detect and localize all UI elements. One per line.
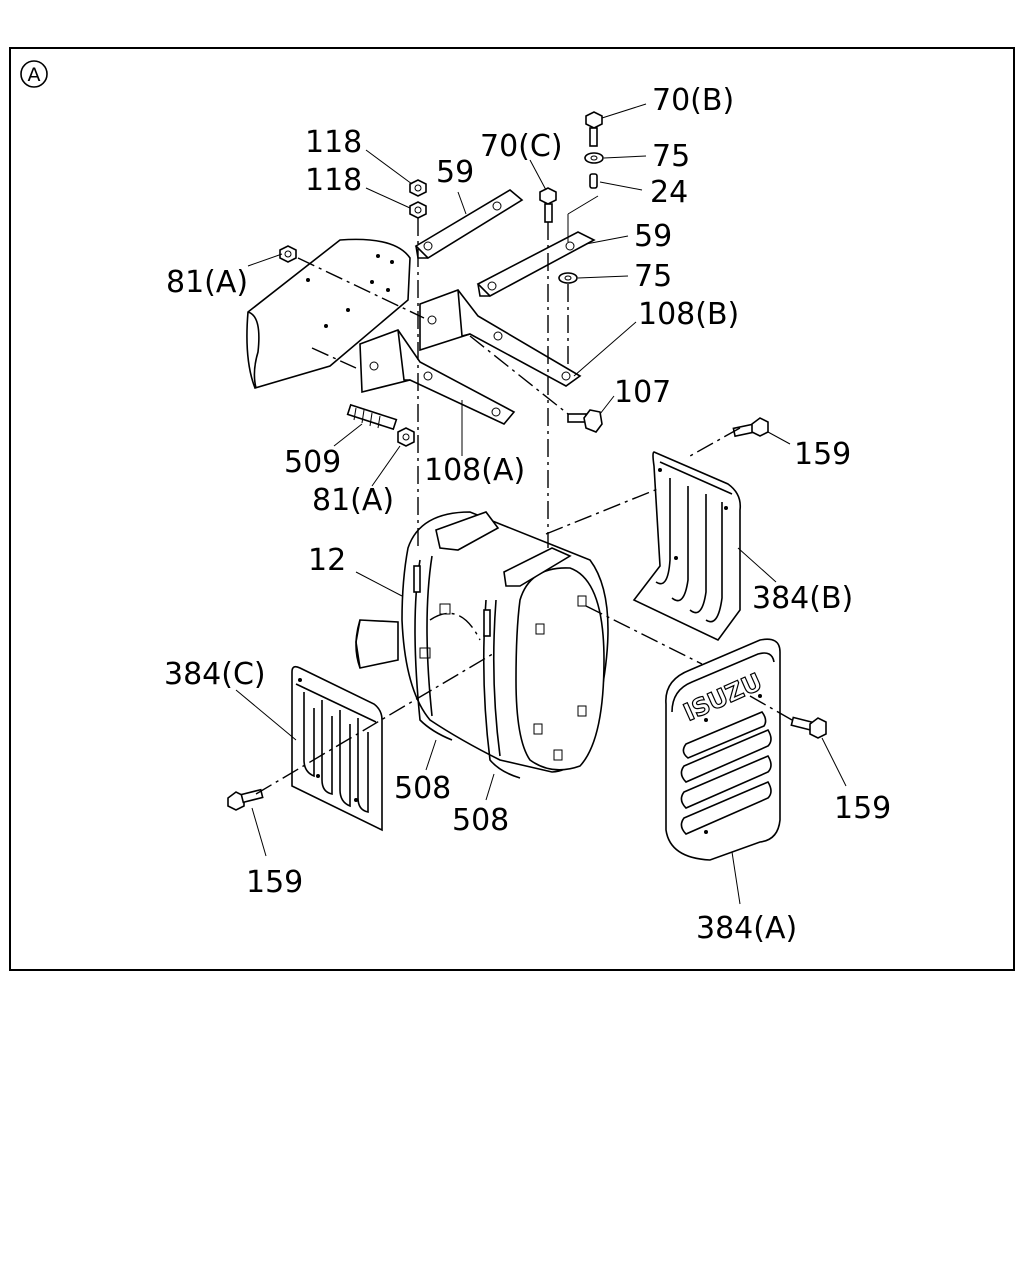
washer-75-mid — [558, 272, 578, 284]
bracket-108b — [419, 289, 582, 387]
callout-384c: 384(C) — [164, 657, 266, 692]
callout-384b: 384(B) — [752, 581, 853, 616]
callout-12: 12 — [308, 543, 346, 578]
callout-108b: 108(B) — [638, 297, 739, 332]
callout-508-left: 508 — [394, 771, 451, 806]
shield-384b — [632, 451, 742, 642]
callout-24: 24 — [650, 175, 688, 210]
bolt-159-top — [732, 417, 769, 438]
assembly-centerlines — [255, 218, 793, 795]
callout-59-left: 59 — [436, 155, 474, 190]
callout-508-right: 508 — [452, 803, 509, 838]
spacer-24 — [589, 173, 598, 189]
callout-384a: 384(A) — [696, 911, 797, 946]
leader-lines — [235, 103, 847, 905]
nut-118-bottom — [409, 201, 427, 219]
bracket-108a — [359, 329, 516, 425]
callout-70c: 70(C) — [480, 129, 563, 164]
callout-118-top: 118 — [305, 125, 362, 160]
callout-81a-top: 81(A) — [166, 265, 248, 300]
air-cleaner-12 — [355, 511, 609, 779]
callout-labels: 118 118 59 70(C) 70(B) 75 24 59 75 81(A)… — [164, 83, 891, 946]
cover-384a: ISUZU — [665, 638, 781, 861]
callout-108a: 108(A) — [424, 453, 525, 488]
callout-81a-bottom: 81(A) — [312, 483, 394, 518]
nut-118-top — [409, 179, 427, 197]
callout-159-right: 159 — [834, 791, 891, 826]
bolt-70c — [539, 187, 557, 223]
callout-509: 509 — [284, 445, 341, 480]
washer-75-top — [584, 152, 604, 164]
callout-59-right: 59 — [634, 219, 672, 254]
view-marker: A — [20, 60, 48, 88]
callout-75-mid: 75 — [634, 259, 672, 294]
shield-384c — [291, 665, 383, 832]
view-marker-letter: A — [28, 64, 41, 86]
bolt-159-right — [790, 716, 827, 739]
callout-159-top: 159 — [794, 437, 851, 472]
diagram-frame — [9, 47, 1015, 971]
bolt-70b — [585, 111, 603, 147]
callout-75-top: 75 — [652, 139, 690, 174]
bolt-107 — [567, 409, 603, 433]
chassis-frame-rail — [246, 238, 411, 389]
stud-509 — [346, 403, 398, 431]
callout-118-bottom: 118 — [305, 163, 362, 198]
callout-159-left: 159 — [246, 865, 303, 900]
nut-81a-bottom — [397, 427, 415, 447]
callout-107: 107 — [614, 375, 671, 410]
bracket-59-left — [414, 189, 524, 260]
nut-81a-top — [279, 245, 297, 263]
bracket-59-right — [476, 231, 596, 297]
callout-70b: 70(B) — [652, 83, 734, 118]
